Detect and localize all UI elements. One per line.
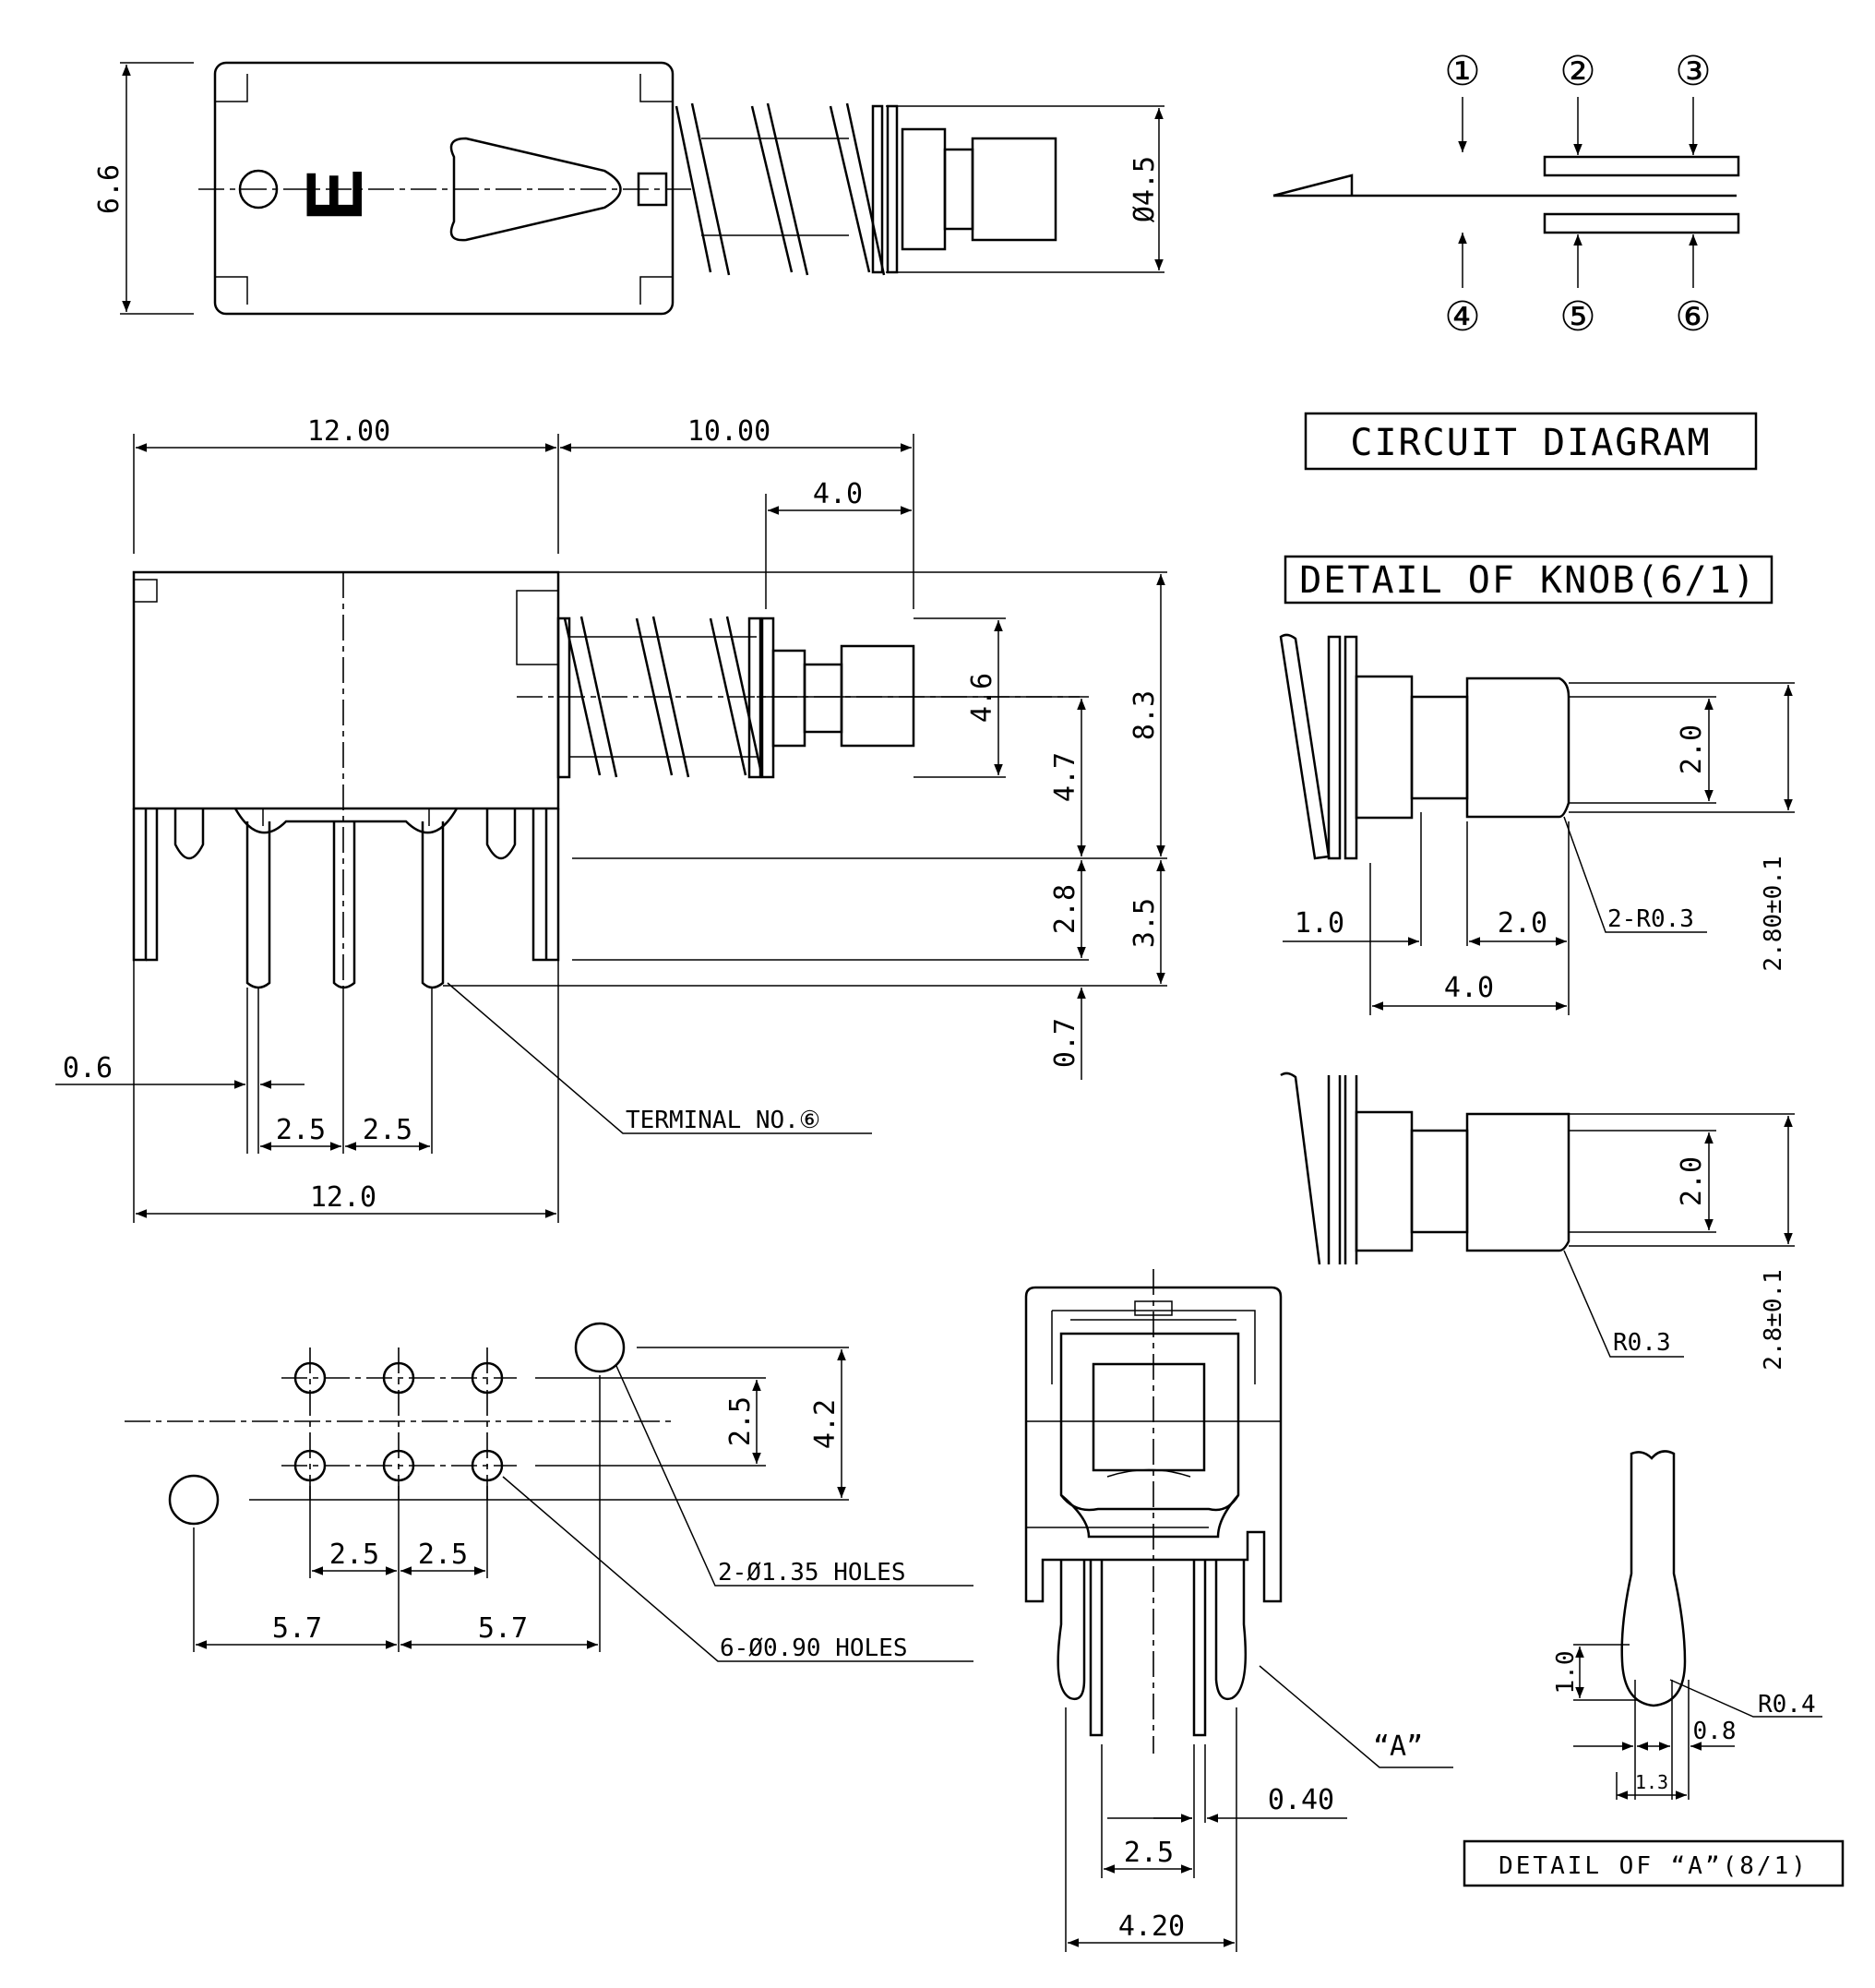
circuit-diagram: ① ② ③ ④ ⑤ ⑥ CIRCUIT DIAGRAM [1272,48,1758,471]
caption-detail-a: DETAIL OF “A”(8/1) [1499,1852,1809,1880]
detail-a: 1.0 R0.4 0.8 1.3 DETAIL OF “A”(8/1) [1463,1450,1845,1887]
knob-dim-2-0-tip: 2.0 [1498,907,1547,940]
hole-dim-2-5-b: 2.5 [418,1539,468,1571]
pin-holes-label: 6-Ø0.90 HOLES [720,1635,908,1662]
logo-e: E [291,169,379,222]
dim-12-0: 12.0 [310,1181,376,1214]
caption-circuit-diagram: CIRCUIT DIAGRAM [1350,422,1711,464]
front-dim-2-5: 2.5 [1124,1837,1174,1869]
terminal-6-label: ⑥ [1675,293,1711,341]
dim-2-8: 2.8 [1049,884,1081,934]
front-dim-4-20: 4.20 [1118,1910,1185,1943]
dim-12-00: 12.00 [307,415,390,448]
hole-dim-4-2: 4.2 [809,1399,842,1449]
hole-dim-2-5-v: 2.5 [724,1396,757,1446]
dim-6-6: 6.6 [93,164,125,214]
front-view: 0.40 2.5 4.20 “A” [1024,1269,1453,1952]
hole-layout: 2.5 4.2 2.5 2.5 5.7 5.7 2-Ø1.35 HOLES 6-… [125,1322,973,1662]
dim-4-6: 4.6 [966,673,998,723]
knob-dim-2-0: 2.0 [1676,725,1708,774]
knob-dim-4-0: 4.0 [1444,972,1494,1004]
hole-dim-2-5-a: 2.5 [329,1539,379,1571]
top-view: E 6.6 Ø4.5 [93,61,1164,316]
hole-dim-5-7-a: 5.7 [272,1612,322,1645]
dim-0-7: 0.7 [1049,1018,1081,1068]
knob-dim-2-0-lower: 2.0 [1676,1156,1708,1206]
detail-a-radius: R0.4 [1758,1691,1816,1719]
dim-8-3: 8.3 [1129,690,1161,740]
knob-dim-1-0: 1.0 [1295,907,1344,940]
terminal-1-label: ① [1444,48,1480,95]
dim-3-5: 3.5 [1129,898,1161,948]
knob-dim-2-80: 2.80±0.1 [1760,856,1787,971]
dim-2-5-left: 2.5 [276,1114,326,1146]
dim-dia-4-5: Ø4.5 [1129,156,1161,222]
detail-a-dim-0-8: 0.8 [1693,1718,1737,1745]
front-dim-0-40: 0.40 [1268,1784,1334,1816]
hole-dim-5-7-b: 5.7 [478,1612,528,1645]
terminal-no-6-label: TERMINAL NO.⑥ [626,1107,820,1134]
callout-a-label: “A” [1373,1731,1423,1763]
detail-a-dim-1-3: 1.3 [1635,1771,1668,1793]
dim-2-5-right: 2.5 [363,1114,412,1146]
terminal-3-label: ③ [1675,48,1711,95]
dim-4-7: 4.7 [1049,752,1081,802]
terminal-4-label: ④ [1444,293,1480,341]
mount-holes-label: 2-Ø1.35 HOLES [718,1559,906,1587]
knob-dim-2-8: 2.8±0.1 [1760,1269,1787,1371]
knob-detail: DETAIL OF KNOB(6/1) 2.0 2.80±0.1 1.0 2.0… [1279,555,1795,1371]
knob-radius-r0-3: R0.3 [1613,1329,1671,1357]
detail-a-dim-1-0: 1.0 [1552,1651,1580,1695]
dim-0-6: 0.6 [63,1052,113,1084]
terminal-2-label: ② [1559,48,1595,95]
dim-10-00: 10.00 [687,415,770,448]
knob-radius-2-r0-3: 2-R0.3 [1607,905,1694,933]
caption-detail-knob: DETAIL OF KNOB(6/1) [1299,559,1757,602]
arrow-mark [449,137,622,242]
side-view: 12.00 10.00 4.0 4.6 4.7 2.8 0.7 8.3 3.5 … [55,415,1167,1223]
dim-4-0: 4.0 [813,478,863,510]
terminal-5-label: ⑤ [1559,293,1595,341]
